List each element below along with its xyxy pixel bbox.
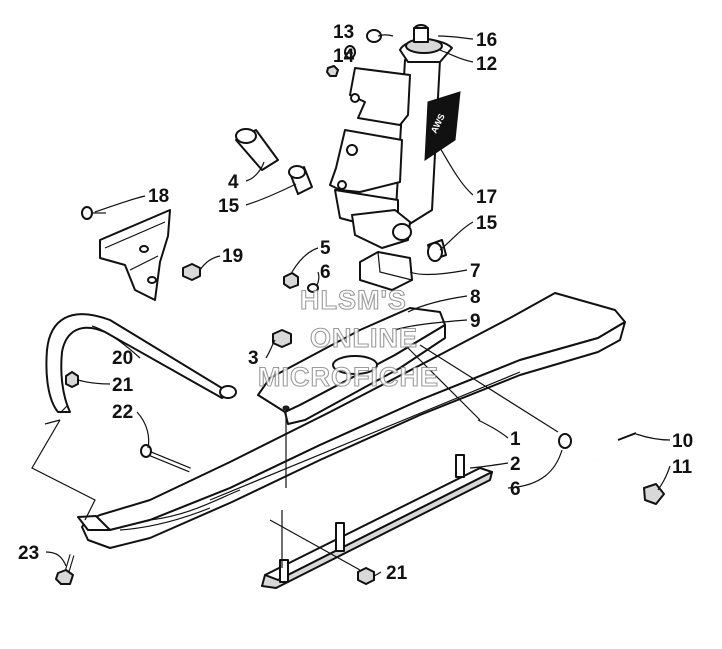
callout-10: 10 bbox=[672, 431, 693, 452]
watermark: HLSM'S ONLINE MICROFICHE bbox=[257, 284, 439, 392]
ski-body[interactable] bbox=[77, 292, 626, 549]
nut-5[interactable] bbox=[283, 272, 299, 289]
hitch-bracket[interactable] bbox=[99, 209, 171, 301]
callout-4: 4 bbox=[228, 172, 239, 193]
callout-21-upper: 21 bbox=[112, 375, 134, 396]
callout-11: 11 bbox=[672, 457, 693, 478]
callout-17: 17 bbox=[476, 187, 497, 208]
spindle[interactable]: AWS bbox=[329, 24, 461, 249]
wear-bar[interactable] bbox=[261, 454, 493, 589]
callout-8: 8 bbox=[470, 287, 481, 308]
callout-19: 19 bbox=[222, 246, 243, 267]
spindle-saddle[interactable] bbox=[257, 307, 446, 425]
bushing-15-right[interactable] bbox=[427, 239, 447, 262]
bushing-15-left[interactable] bbox=[288, 165, 313, 195]
callout-6-upper: 6 bbox=[320, 262, 331, 283]
callout-2: 2 bbox=[510, 454, 521, 475]
callout-22: 22 bbox=[112, 402, 133, 423]
leader-lines bbox=[31, 34, 671, 577]
callout-15-right: 15 bbox=[476, 213, 498, 234]
washer-13[interactable] bbox=[366, 29, 382, 43]
callout-3: 3 bbox=[248, 348, 259, 369]
washer-6[interactable] bbox=[307, 283, 319, 293]
callout-16: 16 bbox=[476, 30, 497, 51]
bolt-11[interactable] bbox=[597, 458, 665, 505]
nut-19[interactable] bbox=[182, 263, 201, 281]
washer-6-right[interactable] bbox=[558, 433, 572, 449]
wear-bar-stud bbox=[335, 522, 345, 552]
callout-18: 18 bbox=[148, 186, 169, 207]
wear-bar-stud bbox=[279, 559, 289, 583]
callout-7: 7 bbox=[470, 261, 481, 282]
nut-3[interactable] bbox=[272, 329, 292, 348]
callout-12: 12 bbox=[476, 54, 497, 75]
spacer-7[interactable] bbox=[359, 251, 413, 291]
callout-1: 1 bbox=[510, 429, 521, 450]
nut-14[interactable] bbox=[326, 65, 339, 77]
callout-14: 14 bbox=[333, 46, 355, 67]
nut-21-upper[interactable] bbox=[65, 371, 79, 388]
callout-15-left: 15 bbox=[218, 196, 240, 217]
washer-14-a[interactable] bbox=[344, 45, 356, 59]
callout-21-lower: 21 bbox=[386, 563, 408, 584]
wear-bar-stud bbox=[455, 454, 465, 478]
bushing-4[interactable] bbox=[235, 128, 279, 171]
watermark-line-1: HLSM'S bbox=[300, 285, 407, 315]
spindle-decal bbox=[424, 91, 461, 161]
callout-5: 5 bbox=[320, 238, 331, 259]
cotter-pin-10[interactable] bbox=[617, 432, 637, 441]
callout-labels: 13 14 16 12 17 15 4 15 18 19 5 6 7 8 9 3… bbox=[18, 22, 693, 584]
nut-21-bottom[interactable] bbox=[357, 567, 375, 585]
callout-9: 9 bbox=[470, 311, 481, 332]
callout-13: 13 bbox=[333, 22, 354, 43]
bolt-23[interactable] bbox=[55, 554, 75, 585]
watermark-line-3: MICROFICHE bbox=[258, 362, 439, 392]
watermark-line-2: ONLINE bbox=[310, 323, 418, 353]
callout-6-lower: 6 bbox=[510, 479, 521, 500]
callout-20: 20 bbox=[112, 348, 133, 369]
callout-23: 23 bbox=[18, 543, 39, 564]
bolt-22[interactable] bbox=[140, 444, 191, 473]
ski-loop[interactable] bbox=[45, 313, 237, 414]
bolt-18[interactable] bbox=[81, 206, 106, 220]
